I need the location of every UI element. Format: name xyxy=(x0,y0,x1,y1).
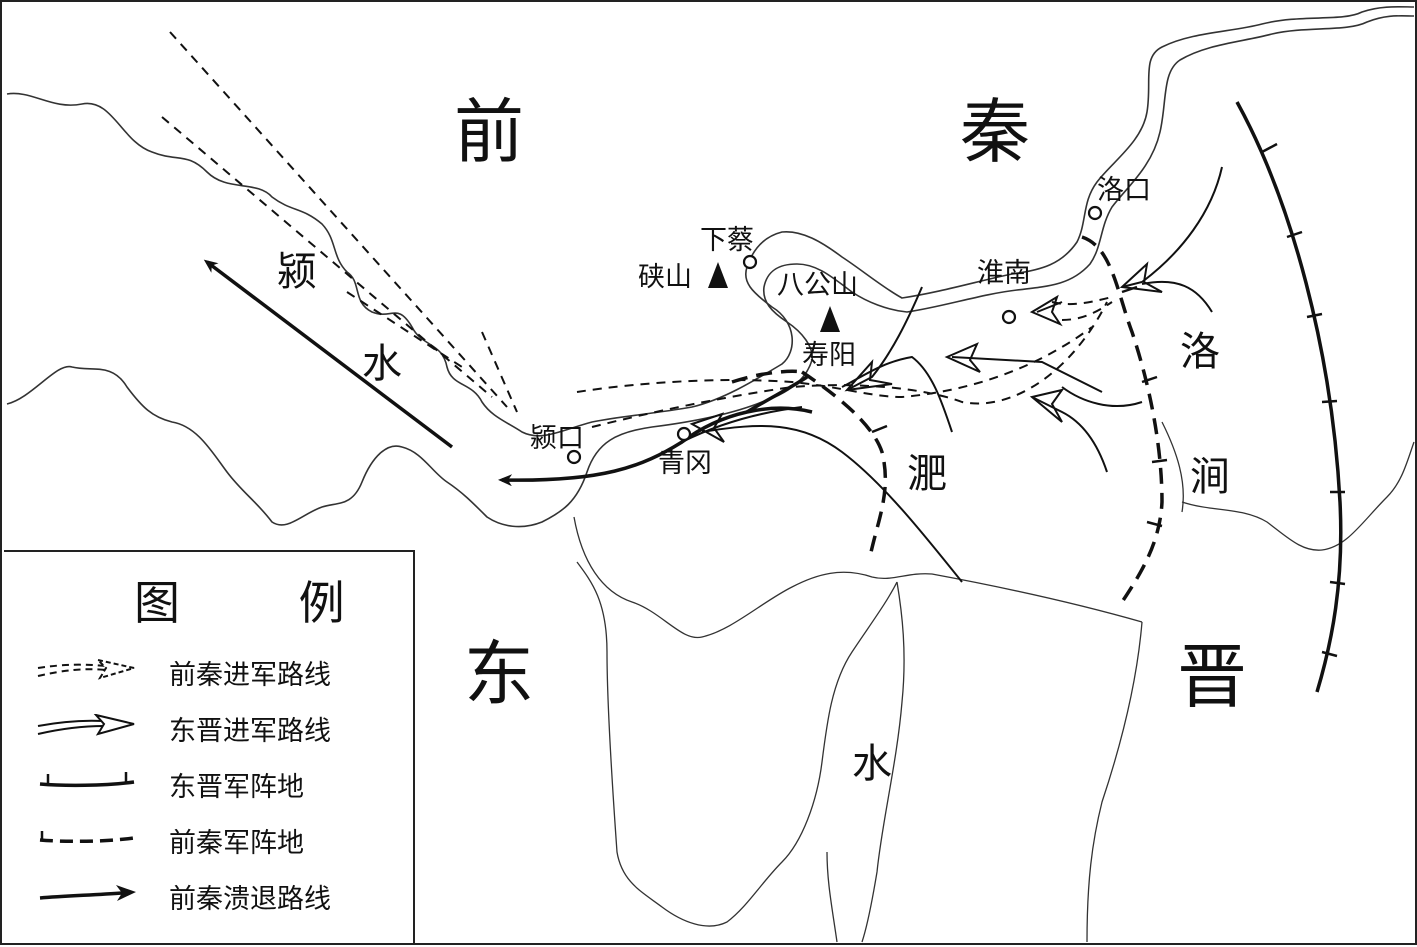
legend: 图 例 前秦进军路线 东晋进军路线 东晋军阵地 xyxy=(4,550,415,943)
place-markers xyxy=(566,205,1103,465)
qinggang-marker xyxy=(676,426,692,442)
xiacai-marker xyxy=(742,254,758,270)
legend-label-dongjin-advance: 东晋进军路线 xyxy=(169,716,331,747)
legend-label-qianqin-retreat: 前秦溃退路线 xyxy=(169,884,331,915)
luokou-marker xyxy=(1087,205,1103,221)
dongjin-positions xyxy=(1235,101,1346,693)
legend-label-dongjin-positions: 东晋军阵地 xyxy=(169,772,304,803)
dongjin-advance-routes xyxy=(681,166,1223,583)
legend-item-qianqin-advance: 前秦进军路线 xyxy=(34,658,404,698)
legend-label-qianqin-positions: 前秦军阵地 xyxy=(169,828,304,859)
place-label-luokou: 洛口 xyxy=(1097,175,1151,206)
place-label-bagongshan: 八公山 xyxy=(777,270,858,301)
qianqin-positions xyxy=(731,235,1164,603)
rivers-and-boundaries xyxy=(573,421,1415,943)
hollow-dashed-arrow-icon xyxy=(37,658,135,680)
legend-label-qianqin-advance: 前秦进军路线 xyxy=(169,660,331,691)
solid-tick-line-icon xyxy=(39,772,135,788)
river-label-fei-shui: 水 xyxy=(852,741,892,787)
region-label-qian: 前 xyxy=(454,91,524,173)
legend-title: 图 例 xyxy=(134,576,397,630)
dashed-line-icon xyxy=(39,831,135,844)
legend-item-dongjin-positions: 东晋军阵地 xyxy=(34,770,404,810)
yingkou-marker xyxy=(566,449,582,465)
huainan-marker xyxy=(1001,309,1017,325)
solid-arrow-icon xyxy=(39,885,136,901)
place-label-shouyang: 寿阳 xyxy=(802,340,856,371)
place-label-huainan: 淮南 xyxy=(977,258,1031,289)
xiashan-mountain-icon xyxy=(708,262,728,288)
region-label-qin: 秦 xyxy=(960,91,1030,173)
place-label-xiacai: 下蔡 xyxy=(700,225,754,256)
place-label-xiashan: 硖山 xyxy=(638,262,692,293)
river-label-luo: 洛 xyxy=(1180,329,1220,375)
river-label-ying-shui: 水 xyxy=(362,341,402,387)
region-label-dong: 东 xyxy=(464,633,534,715)
hollow-arrow-icon xyxy=(37,714,135,736)
place-label-qinggang: 青冈 xyxy=(658,448,712,479)
qianqin-retreat-routes xyxy=(203,259,813,487)
place-label-yingkou: 颍口 xyxy=(530,423,584,454)
qianqin-position-ticks xyxy=(871,285,1168,528)
legend-item-qianqin-positions: 前秦军阵地 xyxy=(34,826,404,866)
legend-item-qianqin-retreat: 前秦溃退路线 xyxy=(34,882,404,922)
region-label-jin: 晋 xyxy=(1177,636,1247,718)
bagongshan-mountain-icon xyxy=(820,306,840,332)
river-label-fei: 淝 xyxy=(907,451,947,497)
legend-item-dongjin-advance: 东晋进军路线 xyxy=(34,714,404,754)
mountain-markers xyxy=(708,262,840,332)
river-label-jian: 涧 xyxy=(1190,454,1230,500)
river-label-ying: 颍 xyxy=(277,249,317,295)
